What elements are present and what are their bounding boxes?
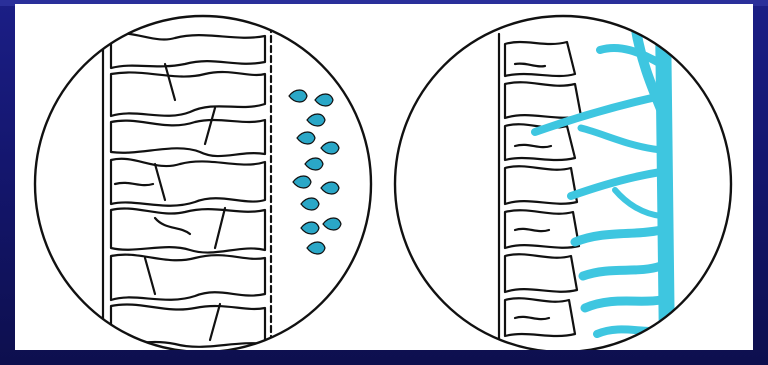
figure-panel	[15, 4, 753, 350]
left-diagram	[35, 16, 371, 350]
right-cell-division	[515, 145, 551, 147]
figure-svg	[15, 4, 753, 350]
left-cell-division	[165, 64, 175, 100]
droplet	[307, 114, 325, 126]
water-channel	[597, 329, 661, 334]
droplet	[321, 182, 339, 194]
droplet	[301, 222, 319, 234]
water-channel	[583, 266, 661, 276]
left-droplets	[289, 90, 341, 254]
droplet	[323, 218, 341, 230]
left-cell	[111, 120, 265, 156]
right-cell	[505, 82, 581, 118]
droplet	[307, 242, 325, 254]
left-cell	[111, 72, 265, 116]
left-cell-division	[155, 164, 165, 200]
left-cell	[111, 159, 265, 206]
left-magnifier-circle	[35, 16, 371, 350]
droplet	[315, 94, 333, 106]
droplet	[305, 158, 323, 170]
left-cell-division	[115, 183, 153, 185]
left-cell-division	[215, 208, 225, 248]
left-cell	[111, 255, 265, 300]
water-channel	[581, 128, 661, 150]
left-cell-layer	[103, 26, 271, 350]
left-cell-division	[205, 108, 215, 144]
left-cell	[111, 208, 265, 252]
left-cell-division	[145, 258, 155, 294]
water-channel	[615, 190, 661, 216]
water-channel	[585, 300, 661, 308]
droplet	[301, 198, 319, 210]
left-cell	[111, 304, 265, 346]
right-cell-division	[515, 229, 549, 231]
right-cell	[505, 254, 577, 292]
droplet	[297, 132, 315, 144]
left-cell-division	[155, 218, 190, 234]
right-cell-division	[515, 317, 549, 319]
water-channel	[575, 230, 661, 242]
droplet	[289, 90, 307, 102]
water-channel	[535, 96, 661, 132]
droplet	[321, 142, 339, 154]
right-cell	[505, 166, 577, 204]
droplet	[293, 176, 311, 188]
water-channel	[600, 48, 661, 64]
left-cell	[111, 33, 265, 68]
left-cell-division	[210, 304, 220, 340]
right-cell-division	[515, 64, 545, 67]
right-magnifier-circle	[395, 16, 731, 350]
right-cell-layer	[499, 34, 581, 350]
right-water-channels	[535, 18, 667, 350]
right-diagram	[395, 16, 731, 350]
right-cell	[505, 42, 575, 76]
